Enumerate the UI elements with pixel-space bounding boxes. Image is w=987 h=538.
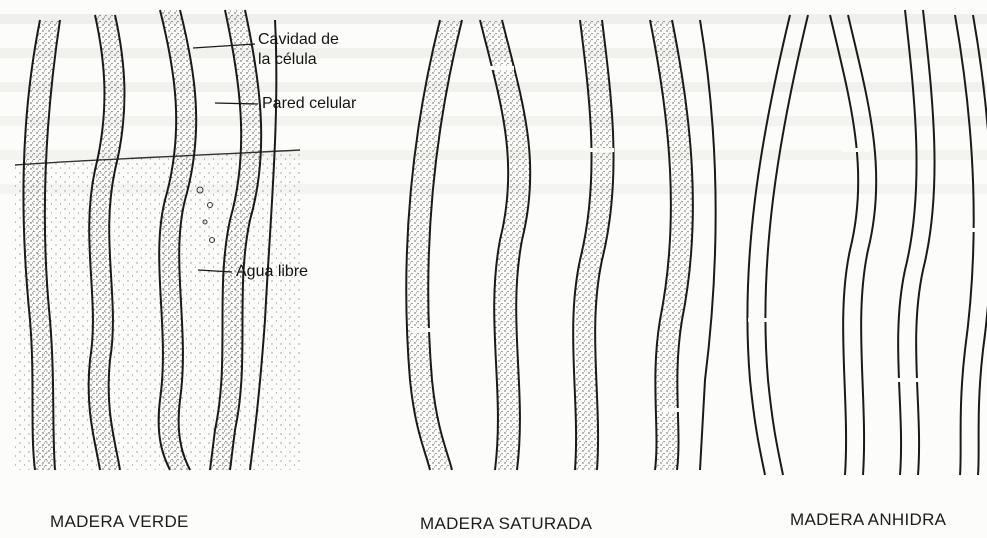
panel-green-wood [15, 10, 300, 470]
caption-green-wood: MADERA VERDE [50, 512, 189, 532]
caption-saturated-wood: MADERA SATURADA [420, 514, 592, 534]
cell-cavity-label-line2: la célula [258, 50, 339, 70]
cell-cavity-label-line1: Cavidad de [258, 30, 339, 50]
free-water-label: Agua libre [236, 262, 308, 282]
cell-cavity-label: Cavidad de la célula [258, 30, 339, 70]
cell-wall-label: Pared celular [262, 94, 356, 114]
panel-anhydrous-wood [747, 10, 987, 475]
caption-anhydrous-wood: MADERA ANHIDRA [790, 510, 946, 530]
free-water-region [15, 150, 300, 470]
